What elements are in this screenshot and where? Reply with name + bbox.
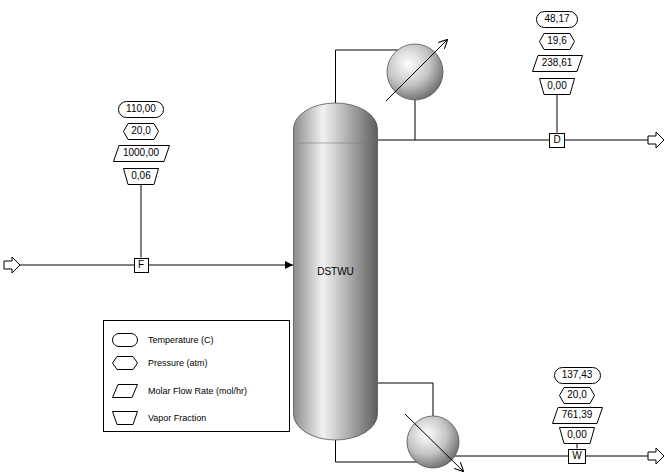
stream-value: 19,6	[547, 36, 566, 46]
vapor-fraction-shape: 0,00	[539, 78, 575, 95]
stream-line	[577, 444, 578, 449]
outlet-arrow	[648, 448, 664, 464]
legend-sample	[112, 411, 138, 425]
temperature-oval: 137,43	[554, 367, 601, 384]
stream-value: 137,43	[562, 370, 593, 380]
legend-text: Pressure (atm)	[148, 359, 208, 368]
legend-entry: Vapor Fraction	[112, 410, 206, 426]
stream-name: D	[553, 135, 560, 145]
stream-value: 20,0	[567, 390, 586, 400]
legend-entry: Temperature (C)	[112, 332, 214, 348]
flow-parallelogram: 1000,00	[113, 145, 170, 162]
temperature-oval: 48,17	[536, 11, 578, 28]
stream-value: 20,0	[131, 126, 150, 136]
legend-sample	[112, 333, 138, 347]
bottoms-line	[577, 456, 648, 457]
outlet-arrow	[648, 132, 664, 148]
vapor-fraction-shape: 0,00	[559, 427, 595, 444]
pressure-hexagon: 20,0	[559, 387, 595, 404]
legend-entry: Molar Flow Rate (mol/hr)	[112, 383, 247, 399]
temperature-oval: 110,00	[118, 101, 164, 118]
reboiler-arrow	[405, 414, 463, 471]
stream-line	[557, 95, 558, 133]
legend-text: Molar Flow Rate (mol/hr)	[148, 387, 247, 396]
stream-value: 0,00	[547, 81, 566, 91]
stream-name: W	[572, 451, 581, 461]
stream-value: 0,00	[567, 430, 586, 440]
legend-text: Temperature (C)	[148, 336, 214, 345]
stream-value: 1000,00	[123, 148, 159, 158]
legend-text: Vapor Fraction	[148, 414, 206, 423]
boilup-line	[378, 383, 433, 416]
condenser-arrow	[386, 40, 447, 101]
stream-line	[141, 185, 142, 258]
stream-value: 110,00	[126, 104, 156, 114]
stream-value: 238,61	[542, 58, 573, 68]
stream-value: 0,06	[131, 171, 150, 181]
stream-value: 761,39	[562, 410, 593, 420]
stream-line	[149, 265, 294, 266]
legend-sample	[112, 356, 138, 370]
vapor-fraction-shape: 0,06	[123, 168, 159, 185]
stream-label: W	[568, 449, 586, 464]
legend-sample	[112, 384, 138, 398]
distillate-line	[557, 140, 648, 141]
reflux-line	[378, 140, 415, 141]
stream-label: F	[134, 258, 149, 273]
legend-entry: Pressure (atm)	[112, 355, 208, 371]
stream-label: D	[549, 133, 565, 148]
flow-parallelogram: 761,39	[552, 407, 603, 424]
column-vessel: DSTWU	[293, 103, 378, 440]
pressure-hexagon: 19,6	[539, 33, 575, 50]
pressure-hexagon: 20,0	[123, 123, 159, 140]
inlet-arrow	[4, 257, 20, 273]
block-name: DSTWU	[317, 267, 354, 277]
flow-parallelogram: 238,61	[532, 55, 583, 72]
stream-value: 48,17	[544, 14, 569, 24]
feed-line	[20, 265, 141, 266]
legend-frame	[104, 321, 290, 432]
stream-name: F	[138, 260, 144, 270]
